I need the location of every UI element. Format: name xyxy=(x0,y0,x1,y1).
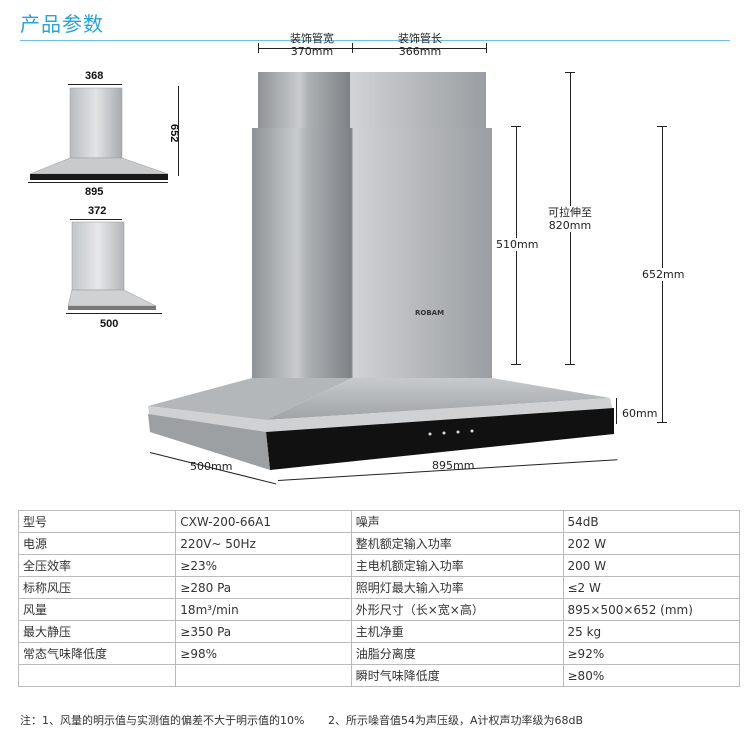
spec-value: ≥350 Pa xyxy=(175,620,352,643)
pipe-width-value: 370mm xyxy=(290,45,334,58)
spec-label: 标称风压 xyxy=(17,576,177,599)
spec-label: 最大静压 xyxy=(17,620,177,643)
spec-label: 整机额定输入功率 xyxy=(350,532,564,555)
stretch-value: 820mm xyxy=(548,219,592,232)
dim-tick xyxy=(486,43,487,53)
spec-value: 202 W xyxy=(562,532,740,555)
spec-label: 外形尺寸（长×宽×高） xyxy=(350,598,564,621)
dim-line xyxy=(258,48,486,49)
table-row: 标称风压 ≥280 Pa 照明灯最大输入功率 ≤2 W xyxy=(17,576,740,599)
spec-label: 电源 xyxy=(17,532,177,555)
table-row: 型号 CXW-200-66A1 噪声 54dB xyxy=(17,510,740,533)
spec-value: 895×500×652 (mm) xyxy=(562,598,740,621)
pipe-length-label: 装饰管长 366mm xyxy=(380,32,460,58)
front-hood-image xyxy=(29,87,169,180)
thumb-front-width: 368 xyxy=(85,70,104,82)
stretch-label: 可拉伸至 820mm xyxy=(540,206,600,232)
dim-60: 60mm xyxy=(622,407,658,420)
spec-label: 照明灯最大输入功率 xyxy=(350,576,564,599)
footnote-2: 2、所示噪音值54为声压级，A计权声功率级为68dB xyxy=(327,714,583,727)
table-row: 瞬时气味降低度 ≥80% xyxy=(17,664,740,687)
dim-tick xyxy=(511,126,521,127)
dim-tick xyxy=(565,364,575,365)
range-hood-image xyxy=(148,72,614,470)
spec-value: 25 kg xyxy=(562,620,740,643)
dim-500: 500mm xyxy=(190,460,233,473)
dim-line xyxy=(28,182,168,183)
dim-line xyxy=(68,84,122,85)
pipe-length-text: 装饰管长 xyxy=(398,32,442,45)
table-row: 常态气味降低度 ≥98% 油脂分离度 ≥92% xyxy=(17,642,740,665)
spec-value: 18m³/min xyxy=(175,598,352,621)
spec-label: 油脂分离度 xyxy=(350,642,564,665)
dim-tick xyxy=(657,126,667,127)
thumb-side-depth: 500 xyxy=(100,318,119,330)
table-row: 全压效率 ≥23% 主电机额定输入功率 200 W xyxy=(17,554,740,577)
thumb-front-total: 895 xyxy=(85,186,104,198)
spec-value: ≥23% xyxy=(175,554,352,577)
spec-label: 主机净重 xyxy=(350,620,564,643)
spec-value: 54dB xyxy=(562,510,740,533)
brand-logo: ROBAM xyxy=(415,309,445,317)
table-row: 风量 18m³/min 外形尺寸（长×宽×高） 895×500×652 (mm) xyxy=(17,598,740,621)
spec-value: ≥98% xyxy=(175,642,352,665)
footnote-1: 注：1、风量的明示值与实测值的偏差不大于明示值的10% xyxy=(20,714,305,727)
spec-value: ≥92% xyxy=(562,642,740,665)
side-hood-image xyxy=(67,221,157,310)
spec-label: 常态气味降低度 xyxy=(17,642,177,665)
dim-line xyxy=(70,219,122,220)
pipe-length-value: 366mm xyxy=(398,45,442,58)
spec-value: 220V~ 50Hz xyxy=(175,532,352,555)
spec-label: 噪声 xyxy=(350,510,564,533)
dim-tick xyxy=(657,422,667,423)
spec-label xyxy=(17,664,177,687)
stretch-text: 可拉伸至 xyxy=(548,206,592,219)
table-row: 电源 220V~ 50Hz 整机额定输入功率 202 W xyxy=(17,532,740,555)
spec-value: ≥280 Pa xyxy=(175,576,352,599)
dim-tick xyxy=(565,72,575,73)
dim-line xyxy=(616,398,617,424)
pipe-width-text: 装饰管宽 xyxy=(290,32,334,45)
thumb-side-width: 372 xyxy=(88,205,107,217)
spec-value xyxy=(175,664,352,687)
dim-tick xyxy=(258,43,259,53)
dim-510: 510mm xyxy=(496,238,539,251)
spec-value: ≤2 W xyxy=(562,576,740,599)
dim-652: 652mm xyxy=(642,268,685,281)
footnote: 注：1、风量的明示值与实测值的偏差不大于明示值的10% 2、所示噪音值54为声压… xyxy=(20,712,603,728)
spec-value: ≥80% xyxy=(562,664,740,687)
spec-label: 瞬时气味降低度 xyxy=(350,664,564,687)
spec-value: 200 W xyxy=(562,554,740,577)
spec-value: CXW-200-66A1 xyxy=(175,510,352,533)
dim-line xyxy=(66,313,162,314)
spec-label: 全压效率 xyxy=(17,554,177,577)
dim-tick xyxy=(511,364,521,365)
table-row: 最大静压 ≥350 Pa 主机净重 25 kg xyxy=(17,620,740,643)
spec-label: 主电机额定输入功率 xyxy=(350,554,564,577)
dim-tick xyxy=(352,43,353,53)
title-divider xyxy=(20,40,730,41)
pipe-width-label: 装饰管宽 370mm xyxy=(282,32,342,58)
spec-table: 型号 CXW-200-66A1 噪声 54dB 电源 220V~ 50Hz 整机… xyxy=(17,510,740,687)
spec-label: 型号 xyxy=(17,510,177,533)
spec-label: 风量 xyxy=(17,598,177,621)
dim-line xyxy=(178,86,179,176)
dim-895: 895mm xyxy=(432,459,475,472)
page-title: 产品参数 xyxy=(20,12,104,36)
